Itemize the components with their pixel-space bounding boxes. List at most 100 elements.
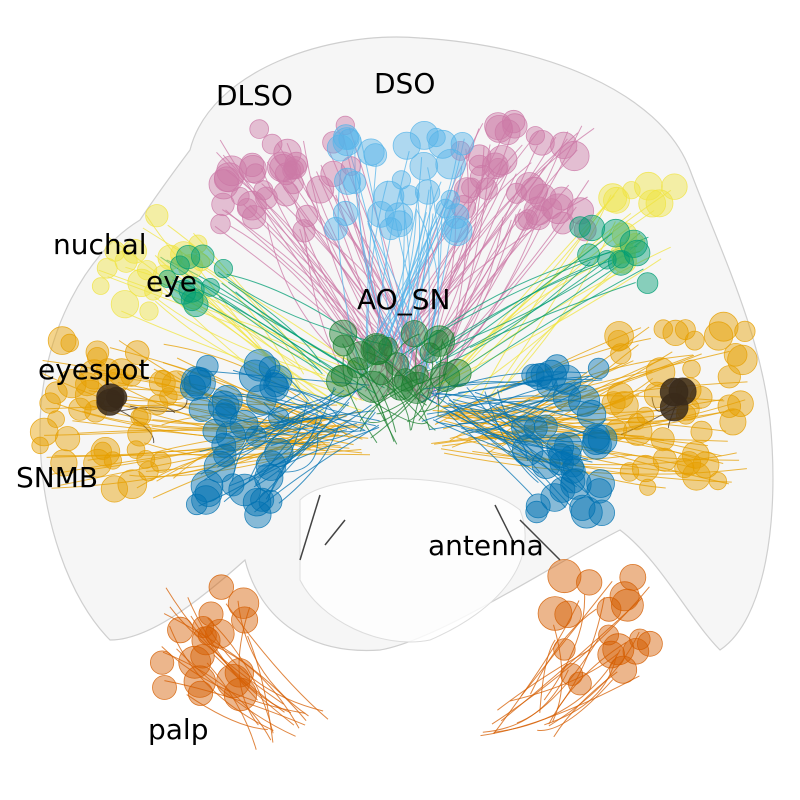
cell-body-snmb	[690, 420, 713, 443]
neurite-blue_cluster	[493, 419, 607, 443]
cell-body-palp	[602, 633, 635, 666]
neurite-snmb	[447, 413, 678, 473]
cell-body-snmb	[29, 417, 59, 447]
neurite-dso	[400, 210, 406, 355]
neurite-blue_cluster	[278, 426, 339, 504]
cell-body-blue_cluster	[213, 443, 237, 468]
cell-body-dso	[367, 201, 394, 228]
neurite-ao_sn	[347, 383, 428, 425]
cell-body-blue_cluster	[533, 414, 558, 439]
cell-body-snmb	[127, 421, 153, 447]
cell-body-dlso	[335, 115, 355, 136]
cell-body-dso	[428, 129, 458, 159]
neurite-ao_sn	[391, 333, 420, 401]
cell-body-eye	[612, 251, 630, 269]
neurite-blue_cluster	[264, 405, 313, 443]
neurite-eye	[217, 271, 389, 347]
cell-body-snmb	[68, 397, 92, 421]
cell-body-ao_sn	[326, 365, 359, 398]
cell-body-snmb	[703, 321, 734, 351]
cell-body-snmb	[609, 391, 639, 421]
neurite-dlso	[216, 151, 367, 356]
neurite-dlso	[373, 196, 588, 362]
cell-body-snmb	[54, 426, 81, 452]
neurite-blue_cluster	[255, 414, 324, 486]
neurite-palp	[552, 624, 563, 722]
neurite-palp	[544, 656, 617, 726]
cell-body-eyespot	[659, 377, 689, 407]
cell-body-snmb	[45, 381, 68, 405]
cell-body-blue_cluster	[560, 469, 586, 494]
cell-body-dlso	[238, 154, 267, 183]
cell-body-blue_cluster	[246, 384, 277, 415]
cell-body-palp	[576, 569, 603, 596]
cell-body-dso	[334, 167, 362, 195]
neurite-nuchal	[433, 258, 662, 388]
neurite-nuchal	[492, 221, 616, 398]
neurite-dlso	[423, 219, 512, 356]
cell-body-snmb	[717, 394, 742, 418]
cell-body-palp	[547, 559, 582, 594]
neurite-dso	[408, 186, 432, 370]
cell-body-snmb	[148, 369, 176, 397]
cell-body-dlso	[467, 144, 492, 169]
cell-body-eye	[636, 272, 659, 294]
cell-body-snmb	[708, 311, 739, 342]
cell-body-snmb	[75, 372, 100, 397]
neurite-dso	[406, 203, 441, 383]
neurite-dlso	[249, 204, 431, 376]
cell-body-eye	[213, 258, 233, 279]
cell-body-dlso	[283, 156, 307, 180]
cell-body-blue_cluster	[245, 425, 267, 447]
cell-body-dlso	[541, 198, 563, 220]
cell-body-dlso	[517, 209, 538, 230]
neurite-dlso	[406, 180, 590, 395]
neurite-blue_cluster	[278, 432, 319, 473]
cell-body-ao_sn	[419, 342, 441, 364]
cell-body-blue_cluster	[188, 367, 212, 391]
cell-body-nuchal	[114, 249, 138, 273]
neurite-eye	[452, 268, 644, 388]
cell-body-nuchal	[91, 277, 110, 295]
cell-body-dlso	[292, 219, 316, 243]
cell-body-snmb	[125, 340, 150, 365]
cell-body-snmb	[674, 458, 695, 479]
neurite-blue_cluster	[266, 369, 310, 402]
cell-body-snmb	[734, 320, 756, 342]
cell-body-nuchal	[177, 254, 204, 280]
neurite-ao_sn	[376, 373, 447, 415]
cell-body-nuchal	[110, 290, 140, 319]
cell-body-palp	[187, 680, 214, 706]
neurite-palp	[163, 613, 307, 722]
neurite-dso	[394, 189, 411, 367]
cell-body-ao_sn	[332, 334, 355, 357]
cell-body-blue_cluster	[551, 364, 582, 395]
cell-body-snmb	[723, 342, 748, 367]
neurite-palp	[162, 651, 272, 741]
antenna-nerve	[299, 494, 321, 561]
cell-body-snmb	[606, 382, 634, 410]
neurite-snmb	[462, 410, 730, 485]
cell-body-ao_sn	[393, 368, 418, 392]
neurite-snmb	[436, 415, 631, 428]
cell-body-blue_cluster	[190, 469, 224, 503]
cell-body-nuchal	[598, 183, 628, 213]
cell-body-dso	[426, 127, 446, 148]
neurite-dlso	[384, 132, 579, 402]
cell-body-ao_sn	[387, 374, 414, 401]
cell-body-blue_cluster	[552, 383, 582, 412]
neurite-nuchal	[167, 224, 305, 375]
neurite-blue_cluster	[478, 411, 535, 460]
neurite-snmb	[82, 410, 347, 429]
cell-body-snmb	[130, 408, 149, 427]
neurite-palp	[237, 600, 309, 717]
cell-body-blue_cluster	[203, 450, 236, 483]
cell-body-ao_sn	[369, 360, 394, 385]
neurite-palp	[186, 694, 268, 730]
neurite-nuchal	[154, 296, 325, 377]
neurite-palp	[225, 603, 329, 720]
cell-body-dso	[442, 215, 473, 247]
cell-body-dlso	[559, 140, 590, 172]
neurite-blue_cluster	[423, 378, 594, 390]
